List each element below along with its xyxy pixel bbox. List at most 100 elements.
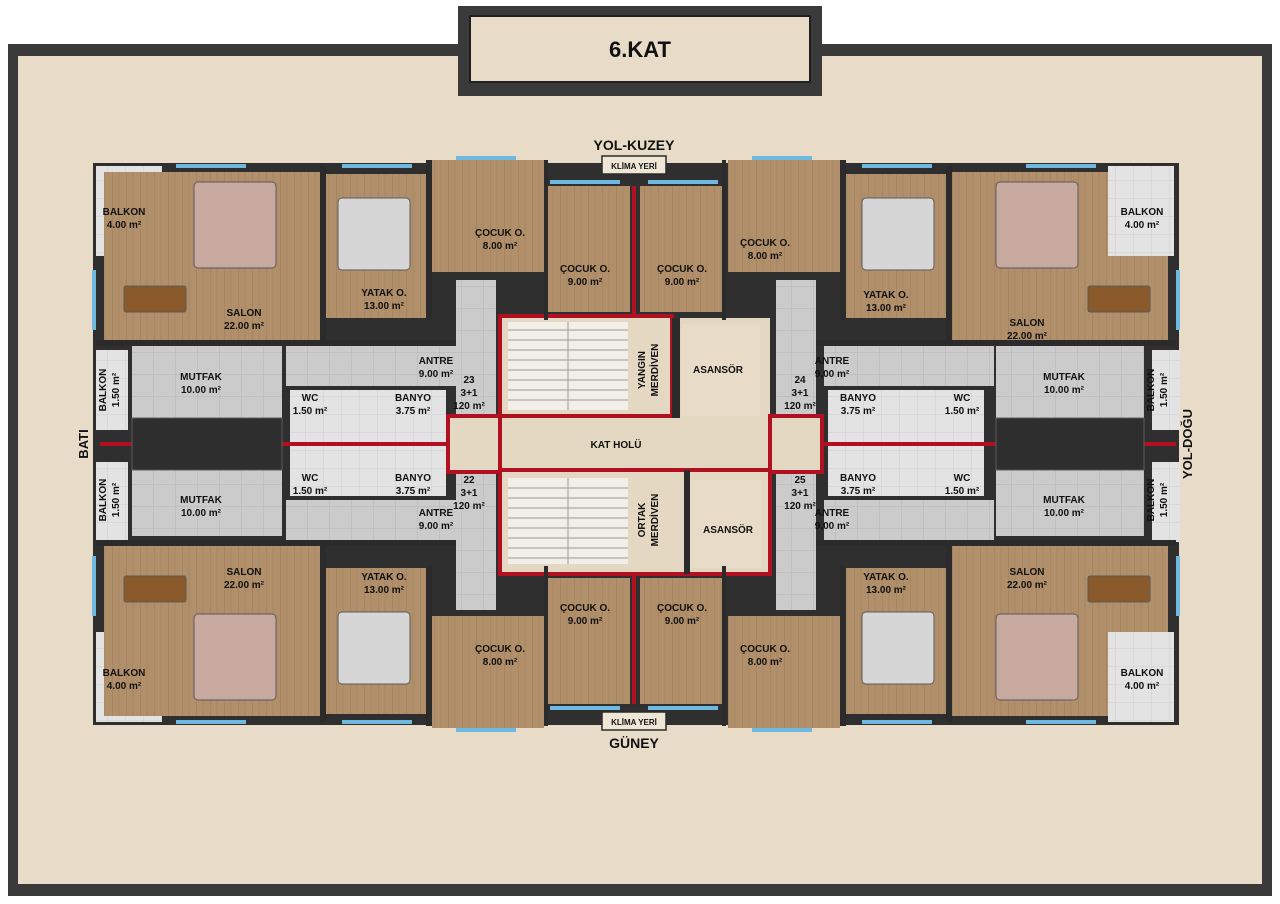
room-area: 13.00 m² <box>866 585 907 596</box>
room-label: BALKON <box>1146 369 1157 412</box>
room-area: 22.00 m² <box>1007 580 1048 591</box>
room-label: BALKON <box>103 668 146 679</box>
room-area: 8.00 m² <box>483 657 518 668</box>
room-area: 4.00 m² <box>107 220 142 231</box>
room-label: BANYO <box>395 393 431 404</box>
room-area: 10.00 m² <box>1044 508 1085 519</box>
room-area: 9.00 m² <box>419 369 454 380</box>
room-area: 9.00 m² <box>665 277 700 288</box>
room-area: 9.00 m² <box>419 521 454 532</box>
klima-label-north: KLİMA YERİ <box>611 162 657 171</box>
room-label: BALKON <box>1121 207 1164 218</box>
room-area: 1.50 m² <box>945 406 980 417</box>
room-area: 8.00 m² <box>748 251 783 262</box>
unit-22-no: 22 <box>463 475 475 486</box>
unit-22-type: 3+1 <box>461 488 478 499</box>
room-label: ANTRE <box>419 508 454 519</box>
room-label: YATAK O. <box>361 572 407 583</box>
room-area: 3.75 m² <box>841 486 876 497</box>
room-area: 9.00 m² <box>568 616 603 627</box>
room-label: MUTFAK <box>1043 495 1085 506</box>
unit-23-no: 23 <box>463 375 475 386</box>
room-label: ÇOCUK O. <box>657 603 707 614</box>
room-label: BANYO <box>395 473 431 484</box>
ortak-merdiven-label: MERDİVEN <box>648 494 661 547</box>
room-area: 9.00 m² <box>815 521 850 532</box>
unit-22-area: 120 m² <box>453 501 485 512</box>
yangin-label: YANGIN <box>637 351 648 389</box>
unit-24-no: 24 <box>794 375 806 386</box>
room-area: 10.00 m² <box>181 385 222 396</box>
kat-holu-label: KAT HOLÜ <box>591 438 642 451</box>
room-area: 9.00 m² <box>568 277 603 288</box>
unit-25-no: 25 <box>794 475 806 486</box>
room-area: 1.50 m² <box>1159 482 1170 517</box>
room-area: 3.75 m² <box>396 486 431 497</box>
unit-23-type: 3+1 <box>461 388 478 399</box>
room-area: 22.00 m² <box>224 321 265 332</box>
room-area: 1.50 m² <box>293 406 328 417</box>
room-area: 3.75 m² <box>396 406 431 417</box>
unit-25-area: 120 m² <box>784 501 816 512</box>
klima-label-south: KLİMA YERİ <box>611 718 657 727</box>
room-label: ÇOCUK O. <box>740 644 790 655</box>
room-area: 9.00 m² <box>815 369 850 380</box>
room-label: ÇOCUK O. <box>475 644 525 655</box>
room-area: 8.00 m² <box>748 657 783 668</box>
room-area: 9.00 m² <box>665 616 700 627</box>
room-area: 3.75 m² <box>841 406 876 417</box>
room-area: 1.50 m² <box>111 482 122 517</box>
room-area: 13.00 m² <box>364 585 405 596</box>
direction-north: YOL-KUZEY <box>594 137 676 153</box>
unit-25-type: 3+1 <box>792 488 809 499</box>
room-area: 22.00 m² <box>224 580 265 591</box>
unit-23-area: 120 m² <box>453 401 485 412</box>
room-label: MUTFAK <box>180 372 222 383</box>
room-label: YATAK O. <box>361 288 407 299</box>
room-area: 8.00 m² <box>483 241 518 252</box>
room-label: BALKON <box>1146 479 1157 522</box>
room-area: 10.00 m² <box>1044 385 1085 396</box>
title-box <box>469 15 811 83</box>
room-label: SALON <box>1010 318 1045 329</box>
room-label: YATAK O. <box>863 572 909 583</box>
room-area: 13.00 m² <box>364 301 405 312</box>
room-label: MUTFAK <box>180 495 222 506</box>
yangin-merdiven-label: MERDİVEN <box>648 344 661 397</box>
room-label: ANTRE <box>815 356 850 367</box>
klima-box-north <box>601 155 667 175</box>
room-label: WC <box>302 393 319 404</box>
klima-box-south <box>601 711 667 731</box>
asansor-label-south: ASANSÖR <box>703 523 754 536</box>
unit-24-type: 3+1 <box>792 388 809 399</box>
room-area: 4.00 m² <box>1125 681 1160 692</box>
room-label: ANTRE <box>419 356 454 367</box>
room-area: 4.00 m² <box>1125 220 1160 231</box>
direction-south: GÜNEY <box>609 735 659 751</box>
unit-24-area: 120 m² <box>784 401 816 412</box>
room-label: ÇOCUK O. <box>475 228 525 239</box>
room-label: ANTRE <box>815 508 850 519</box>
room-label: BALKON <box>98 369 109 412</box>
room-label: BALKON <box>1121 668 1164 679</box>
room-label: ÇOCUK O. <box>560 603 610 614</box>
room-area: 1.50 m² <box>1159 372 1170 407</box>
room-label: BANYO <box>840 393 876 404</box>
direction-east: YOL-DOĞU <box>1180 409 1195 479</box>
room-label: SALON <box>227 308 262 319</box>
room-area: 4.00 m² <box>107 681 142 692</box>
asansor-label-north: ASANSÖR <box>693 363 744 376</box>
room-area: 1.50 m² <box>293 486 328 497</box>
room-label: ÇOCUK O. <box>740 238 790 249</box>
room-label: ÇOCUK O. <box>560 264 610 275</box>
room-area: 13.00 m² <box>866 303 907 314</box>
room-label: WC <box>954 473 971 484</box>
room-label: ÇOCUK O. <box>657 264 707 275</box>
room-label: BALKON <box>103 207 146 218</box>
room-label: WC <box>302 473 319 484</box>
room-area: 1.50 m² <box>945 486 980 497</box>
room-label: MUTFAK <box>1043 372 1085 383</box>
room-label: YATAK O. <box>863 290 909 301</box>
room-label: SALON <box>1010 567 1045 578</box>
room-label: BANYO <box>840 473 876 484</box>
